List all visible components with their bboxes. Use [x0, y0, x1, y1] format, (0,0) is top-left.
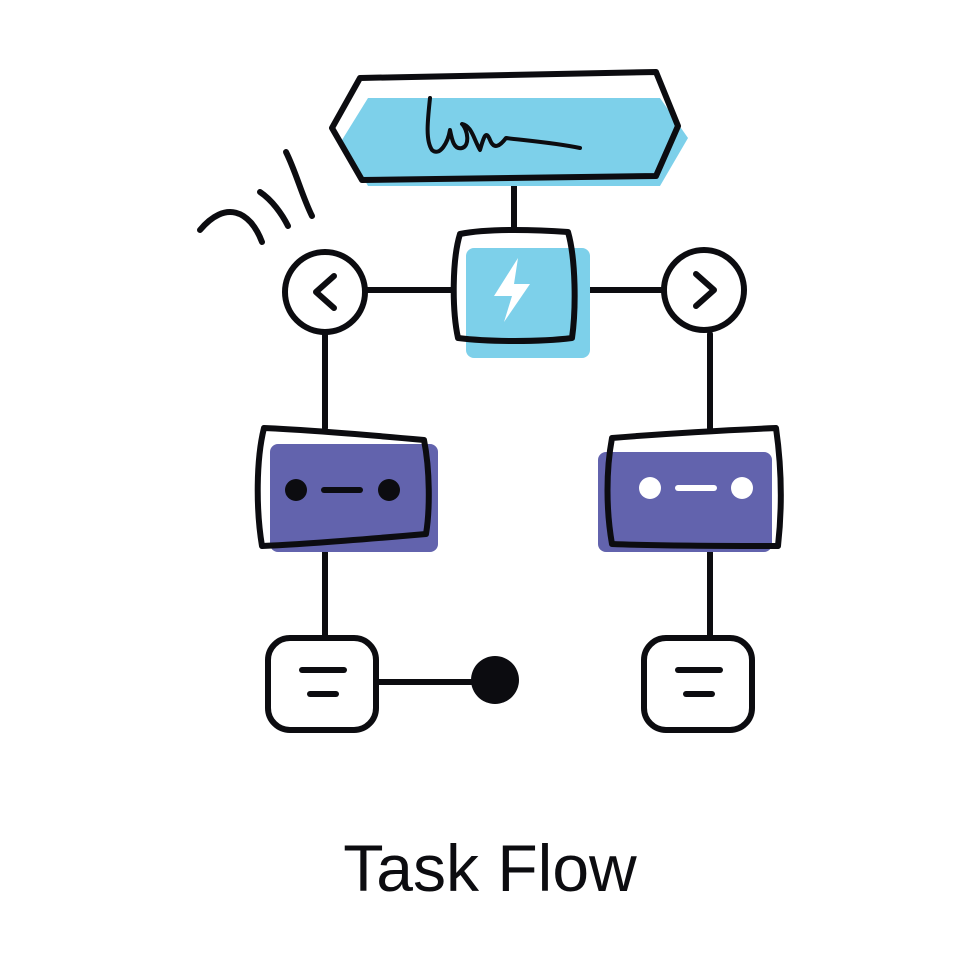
- right-chevron-node: [661, 247, 747, 333]
- task-flow-illustration: [197, 69, 784, 733]
- right-server-fill: [598, 452, 772, 552]
- caption-title: Task Flow: [343, 831, 637, 905]
- document-lines-icon: [675, 667, 723, 697]
- lightning-node-outline: [450, 227, 578, 344]
- left-server-node: [254, 425, 438, 552]
- motion-marks-icon: [197, 149, 315, 245]
- left-server-outline: [254, 425, 432, 549]
- chevron-left-icon: [313, 273, 337, 311]
- server-dots-icon: [639, 477, 753, 499]
- connector-lines: [322, 179, 713, 685]
- signature-node-fill: [342, 98, 688, 186]
- signature-node-outline: [329, 69, 681, 183]
- filled-dot-icon: [471, 656, 519, 704]
- left-chevron-node: [282, 249, 368, 335]
- lightning-node-fill: [466, 248, 590, 358]
- left-doc-node: [265, 635, 379, 733]
- lightning-bolt-icon: [494, 258, 530, 322]
- lightning-node: [450, 227, 590, 358]
- signature-icon: [425, 96, 582, 154]
- server-dots-icon: [285, 479, 400, 501]
- document-lines-icon: [299, 667, 347, 697]
- signature-node: [329, 69, 688, 186]
- right-doc-node: [641, 635, 755, 733]
- right-server-outline: [604, 425, 784, 549]
- chevron-right-icon: [693, 271, 717, 309]
- right-server-node: [598, 425, 784, 552]
- left-server-fill: [270, 444, 438, 552]
